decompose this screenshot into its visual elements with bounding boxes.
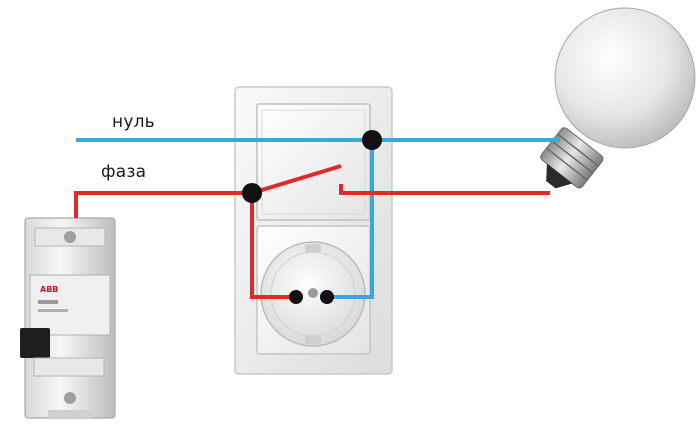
socket-terminal-left — [289, 290, 303, 304]
socket-ground-clip-top — [305, 244, 321, 252]
phase-junction — [242, 183, 262, 203]
wires — [74, 138, 560, 299]
bulb-glass — [554, 7, 696, 149]
neutral-junction — [362, 130, 382, 150]
phase-wire-lamp — [339, 184, 550, 195]
phase-wire-socket — [250, 193, 296, 299]
breaker-marking — [38, 300, 58, 304]
breaker-bottom-terminal — [33, 357, 105, 377]
light-bulb-icon — [540, 7, 696, 189]
neutral-label: нуль — [112, 112, 155, 132]
breaker-bottom-screw — [64, 392, 76, 404]
breaker-marking-2 — [38, 309, 68, 312]
bulb-cap — [540, 127, 604, 189]
junctions — [242, 130, 382, 304]
breaker-face — [29, 274, 111, 336]
socket-ground-clip-bottom — [305, 336, 321, 344]
breaker-brand: ABB — [40, 285, 58, 294]
phase-label: фаза — [101, 162, 147, 182]
switch-contact — [251, 164, 342, 195]
switch-key-inner — [261, 109, 366, 215]
breaker-rail-clip — [48, 410, 92, 418]
breaker-toggle — [20, 328, 50, 358]
phase-wire-breaker — [74, 191, 252, 218]
socket-center-screw — [308, 288, 318, 298]
circuit-breaker-icon: ABB — [20, 217, 116, 419]
switch-key — [256, 103, 371, 221]
breaker-top-screw — [64, 231, 76, 243]
switch-socket-block — [234, 86, 393, 375]
socket-terminal-right — [320, 290, 334, 304]
